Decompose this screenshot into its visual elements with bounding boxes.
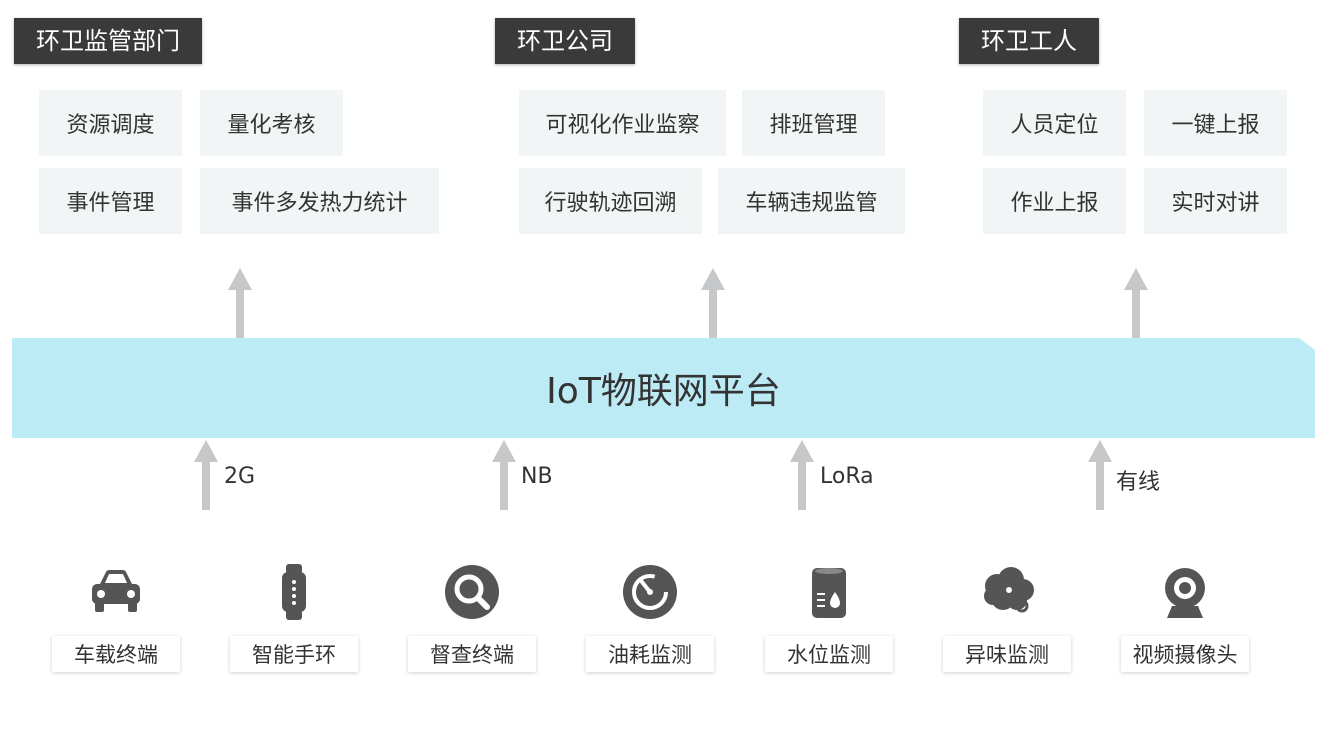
device-label: 视频摄像头 (1121, 636, 1249, 672)
odor-cloud-icon (977, 562, 1037, 622)
function-chip: 事件管理 (39, 168, 182, 234)
function-chip: 实时对讲 (1144, 168, 1287, 234)
function-chip: 可视化作业监察 (519, 90, 726, 156)
gauge-icon (620, 562, 680, 622)
device-label: 智能手环 (230, 636, 358, 672)
device-card-video-camera: 视频摄像头 (1107, 546, 1263, 676)
device-card-smart-wristband: 智能手环 (216, 546, 372, 676)
iot-platform-band: IoT物联网平台 (12, 338, 1315, 438)
function-chip: 一键上报 (1144, 90, 1287, 156)
function-chip: 作业上报 (983, 168, 1126, 234)
consumer-title-company: 环卫公司 (495, 18, 635, 64)
protocol-label-2g: 2G (224, 464, 256, 489)
magnifier-icon (442, 562, 502, 622)
arrow-up-nb (492, 440, 516, 510)
protocol-label-lora: LoRa (820, 464, 874, 489)
arrow-up-2g (194, 440, 218, 510)
device-label: 督查终端 (408, 636, 536, 672)
arrow-up-lora (790, 440, 814, 510)
function-chip: 行驶轨迹回溯 (519, 168, 702, 234)
device-card-inspection-terminal: 督查终端 (394, 546, 550, 676)
device-label: 异味监测 (943, 636, 1071, 672)
platform-label: IoT物联网平台 (546, 371, 781, 412)
function-chip: 车辆违规监管 (718, 168, 905, 234)
arrow-up-to-workers (1124, 268, 1148, 338)
function-chip: 排班管理 (742, 90, 885, 156)
arrow-up-to-supervision (228, 268, 252, 338)
water-tank-icon (799, 562, 859, 622)
consumer-title-supervision: 环卫监管部门 (14, 18, 202, 64)
consumer-title-workers: 环卫工人 (959, 18, 1099, 64)
protocol-label-wired: 有线 (1116, 470, 1161, 495)
arrow-up-to-company (701, 268, 725, 338)
device-card-vehicle-terminal: 车载终端 (38, 546, 194, 676)
arrow-up-wired (1088, 440, 1112, 510)
device-card-fuel-monitor: 油耗监测 (572, 546, 728, 676)
protocol-label-nb: NB (521, 464, 553, 489)
device-label: 油耗监测 (586, 636, 714, 672)
wristband-icon (264, 562, 324, 622)
function-chip: 资源调度 (39, 90, 182, 156)
function-chip: 量化考核 (200, 90, 343, 156)
device-card-water-level-monitor: 水位监测 (751, 546, 907, 676)
webcam-icon (1155, 562, 1215, 622)
device-card-odor-monitor: 异味监测 (929, 546, 1085, 676)
function-chip: 人员定位 (983, 90, 1126, 156)
device-label: 水位监测 (765, 636, 893, 672)
car-icon (86, 562, 146, 622)
function-chip: 事件多发热力统计 (200, 168, 439, 234)
device-label: 车载终端 (52, 636, 180, 672)
